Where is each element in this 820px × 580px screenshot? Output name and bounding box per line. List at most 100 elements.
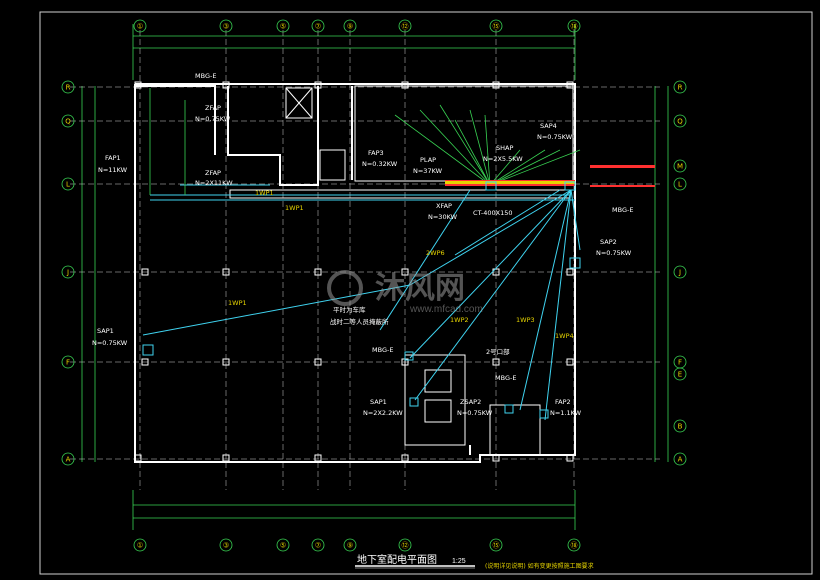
label-wp1c: 1WP1	[228, 299, 247, 307]
label-fap3: FAP3	[368, 149, 384, 157]
label-wp3: 1WP3	[516, 316, 535, 324]
label-wp6: 2WP6	[426, 249, 445, 257]
axis-right-2-label: M	[677, 163, 683, 171]
drawing-frame	[39, 11, 813, 575]
axis-bottom-5-label: ⑫	[402, 542, 409, 550]
axis-bottom-0: ①	[133, 538, 147, 552]
label-entrance: 2号口部	[486, 347, 510, 356]
axis-top-5-label: ⑫	[402, 23, 409, 31]
label-sap4: SAP4	[540, 122, 557, 130]
axis-top-6: ⑮	[489, 19, 503, 33]
label-zfap-mid-kw: N=2X11KW	[195, 179, 233, 187]
label-wp1b: 1WP1	[285, 204, 304, 212]
axis-left-0-label: R	[66, 84, 71, 92]
label-zsap2-kw: N=0.75KW	[457, 409, 493, 417]
axis-right-8: A	[673, 452, 687, 466]
axis-left-1-label: Q	[65, 118, 71, 126]
annotation-labels: FAP1N=11KWSAP1N=0.75KWZFAPN=0.75KWZFAPN=…	[92, 72, 633, 417]
axis-bottom-0-label: ①	[137, 542, 143, 550]
axis-left-2: L	[61, 177, 75, 191]
axis-bottom-4-label: ⑨	[347, 542, 353, 550]
axis-bottom-6: ⑮	[489, 538, 503, 552]
axis-top-2: ⑤	[276, 19, 290, 33]
title-block: 地下室配电平面图 1:25 (说明详见说明) 如有变更按照施工图要求	[355, 553, 594, 570]
label-room-a: 平时为车库	[333, 305, 366, 314]
label-wp2: 1WP2	[450, 316, 469, 324]
label-zsap2: ZSAP2	[460, 398, 481, 406]
label-xfap-kw: N=30KW	[428, 213, 458, 221]
label-ct: CT-400X150	[473, 209, 513, 217]
axis-top-7: ⑱	[567, 19, 581, 33]
axis-bottom-4: ⑨	[343, 538, 357, 552]
axis-top-3: ⑦	[311, 19, 325, 33]
axis-bottom-7-label: ⑱	[571, 542, 578, 550]
axis-right-5: F	[673, 355, 687, 369]
circuit-wires	[142, 184, 581, 421]
axis-bottom-1: ③	[219, 538, 233, 552]
top-dimension-lines	[132, 24, 576, 80]
panel-boxes	[142, 181, 581, 419]
axis-bottom-3-label: ⑦	[315, 542, 321, 550]
axis-left-4: F	[61, 355, 75, 369]
label-sap1-bottom: SAP1	[370, 398, 387, 406]
axis-top-1: ③	[219, 19, 233, 33]
axis-top-4-label: ⑨	[347, 23, 353, 31]
axis-right-3: L	[673, 177, 687, 191]
axis-left-3-label: J	[66, 269, 69, 277]
label-fap1: FAP1	[105, 154, 121, 162]
label-plap-kw: N=37KW	[413, 167, 443, 175]
grid-lines	[70, 30, 660, 490]
axis-right-0-label: R	[678, 84, 683, 92]
axis-right-0: R	[673, 80, 687, 94]
axis-left-0: R	[61, 80, 75, 94]
axis-left-2-label: L	[66, 181, 70, 189]
label-fap1-kw: N=11KW	[98, 166, 128, 174]
drawing-scale: 1:25	[452, 558, 466, 565]
axis-right-4: J	[673, 265, 687, 279]
drawing-title: 地下室配电平面图	[357, 553, 437, 566]
label-zfap-top: ZFAP	[205, 104, 221, 112]
bottom-dimension-lines	[132, 490, 576, 530]
structural-columns	[134, 81, 574, 462]
label-xfap: XFAP	[436, 202, 452, 210]
axis-left-5: A	[61, 452, 75, 466]
axis-right-2: M	[673, 159, 687, 173]
axis-right-1-label: Q	[677, 118, 683, 126]
axis-right-8-label: A	[678, 456, 683, 464]
label-shap-kw: N=2X5.5KW	[483, 155, 523, 163]
busbar-highlight	[445, 165, 655, 187]
label-plap: PLAP	[420, 156, 436, 164]
label-mbg: MBG-E	[195, 72, 216, 80]
label-sap4-kw: N=0.75KW	[537, 133, 573, 141]
label-fap2: FAP2	[555, 398, 571, 406]
axis-left-1: Q	[61, 114, 75, 128]
label-wp4: 1WP4	[555, 332, 574, 340]
axis-top-1-label: ③	[223, 23, 229, 31]
label-zfap-top-kw: N=0.75KW	[195, 115, 231, 123]
label-sap1-left: SAP1	[97, 327, 114, 335]
label-mbg3: MBG-E	[495, 374, 516, 382]
label-mbg4: MBG-E	[612, 206, 633, 214]
axis-bottom-5: ⑫	[398, 538, 412, 552]
watermark-url: www.mfcad.com	[409, 304, 483, 315]
axis-right-6: E	[673, 367, 687, 381]
axis-bottom-2: ⑤	[276, 538, 290, 552]
label-sap1-left-kw: N=0.75KW	[92, 339, 128, 347]
axis-right-7: B	[673, 419, 687, 433]
axis-bottom-1-label: ③	[223, 542, 229, 550]
axis-top-0-label: ①	[137, 23, 143, 31]
drawing-note: (说明详见说明) 如有变更按照施工图要求	[485, 562, 594, 570]
axis-right-6-label: E	[678, 371, 682, 379]
axis-top-4: ⑨	[343, 19, 357, 33]
label-room-b: 战时二等人员掩蔽所	[330, 317, 389, 326]
axis-left-5-label: A	[66, 456, 71, 464]
label-wp1: 1WP1	[255, 189, 274, 197]
label-fap2-kw: N=1.1KW	[550, 409, 582, 417]
left-dimension-lines	[81, 86, 96, 462]
label-fap3-kw: N=0.32KW	[362, 160, 398, 168]
axis-top-7-label: ⑱	[571, 23, 578, 31]
axis-right-1: Q	[673, 114, 687, 128]
watermark: 沐风网 www.mfcad.com	[327, 270, 483, 315]
